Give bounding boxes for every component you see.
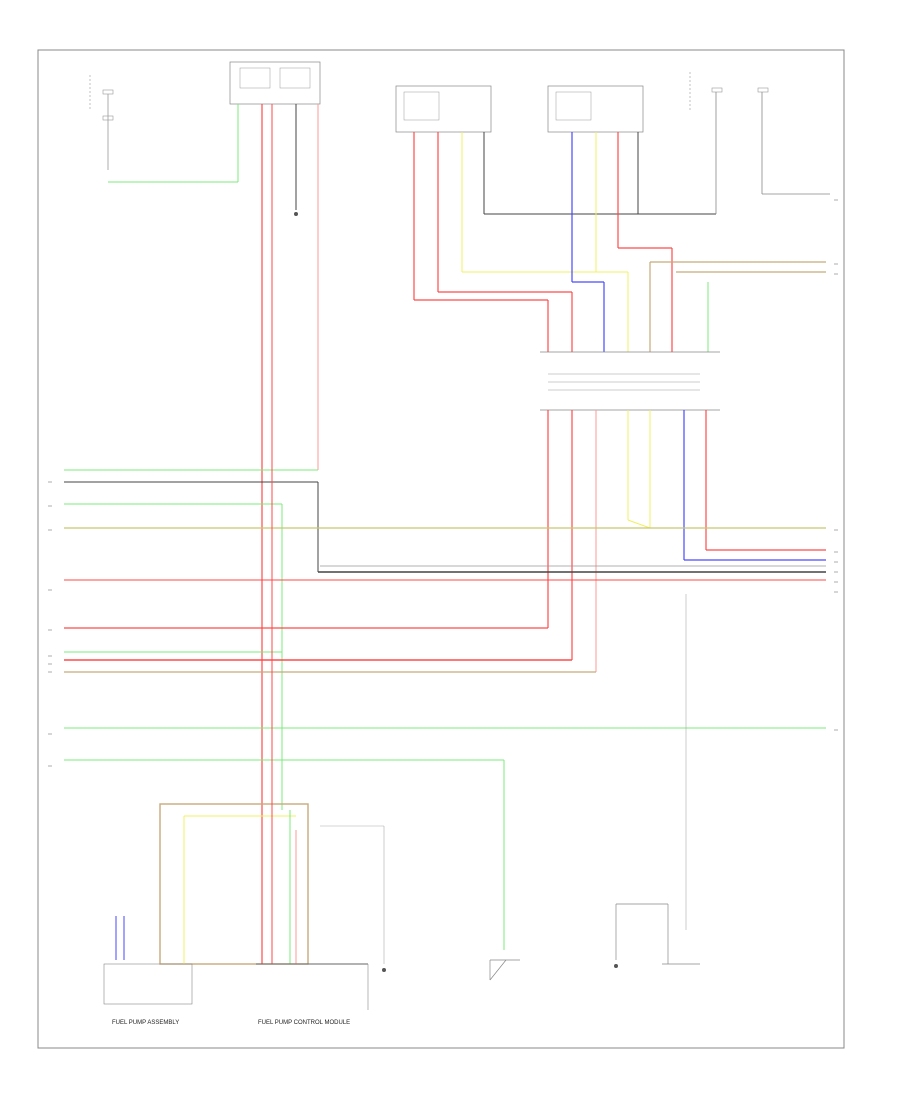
fuse-box-left <box>89 75 239 183</box>
fuse-box-right <box>689 72 830 214</box>
fuel-pump-assembly-label: FUEL PUMP ASSEMBLY <box>112 1020 179 1026</box>
central-connector <box>540 351 720 411</box>
fuel-pump-assembly: FUEL PUMP ASSEMBLY <box>103 916 193 1026</box>
diagram-border <box>37 49 845 1049</box>
left-connector-ticks <box>48 481 52 767</box>
lower-harness <box>159 104 309 965</box>
dual-relay <box>229 61 321 105</box>
fuel-pump-module-label: FUEL PUMP CONTROL MODULE <box>258 1020 350 1026</box>
ground-point <box>614 903 669 968</box>
fuel-pump-control-module: FUEL PUMP CONTROL MODULE <box>256 825 386 1026</box>
right-connector-ticks <box>834 199 838 731</box>
relay-right <box>547 85 644 133</box>
relay-mid <box>395 85 492 133</box>
oil-pressure-switch <box>489 959 520 981</box>
